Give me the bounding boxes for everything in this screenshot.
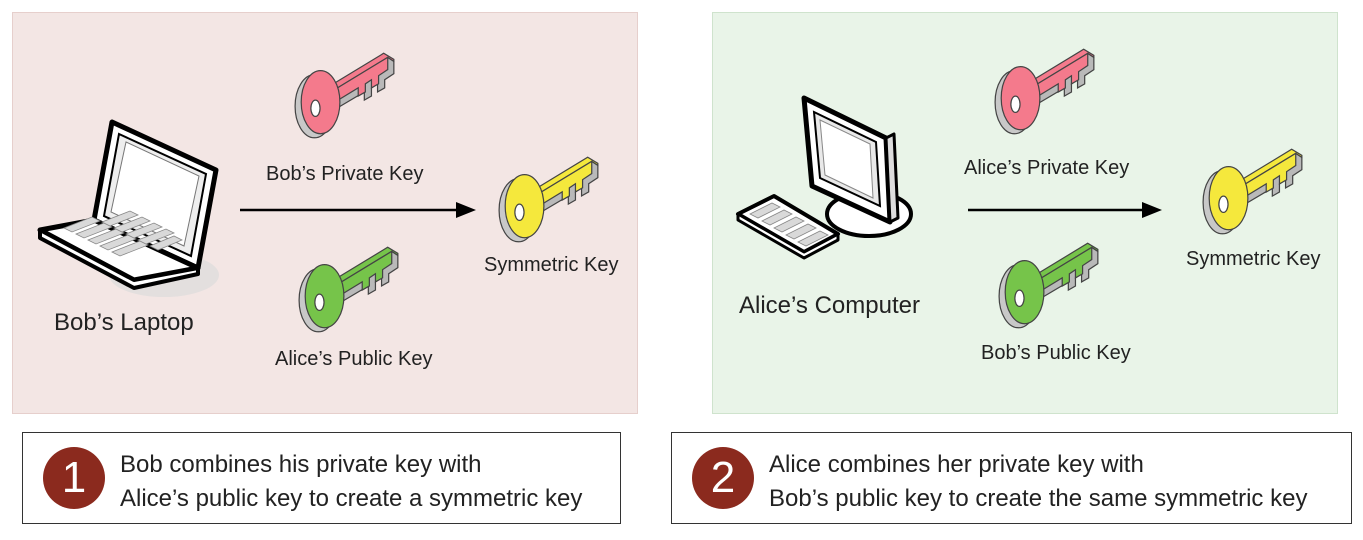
step-caption-1: 1 Bob combines his private key with Alic… <box>22 432 621 524</box>
device-label-left: Bob’s Laptop <box>54 309 194 336</box>
step-number-badge: 1 <box>43 447 105 509</box>
private-key-icon <box>990 38 1102 142</box>
symmetric-key-icon <box>1198 138 1310 242</box>
public-key-label-right: Bob’s Public Key <box>981 342 1131 364</box>
symmetric-key-icon <box>494 146 606 250</box>
arrow-right-icon <box>968 202 1162 218</box>
laptop-icon <box>37 119 219 297</box>
step-description-line: Alice’s public key to create a symmetric… <box>120 485 583 512</box>
step-caption-2: 2 Alice combines her private key with Bo… <box>671 432 1352 524</box>
arrow-right-icon <box>240 202 476 218</box>
step-description-line: Alice combines her private key with <box>769 451 1144 478</box>
step-number-badge: 2 <box>692 447 754 509</box>
step-description-line: Bob’s public key to create the same symm… <box>769 485 1308 512</box>
public-key-icon <box>994 232 1106 336</box>
symmetric-key-label-left: Symmetric Key <box>484 254 619 276</box>
step-description: Bob combines his private key with Alice’… <box>120 448 582 516</box>
step-description: Alice combines her private key with Bob’… <box>769 448 1307 516</box>
private-key-icon <box>290 42 402 146</box>
symmetric-key-label-right: Symmetric Key <box>1186 248 1321 270</box>
public-key-label-left: Alice’s Public Key <box>275 348 433 370</box>
desktop-computer-icon <box>736 95 913 260</box>
public-key-icon <box>294 236 406 340</box>
step-description-line: Bob combines his private key with <box>120 451 482 478</box>
private-key-label-left: Bob’s Private Key <box>266 163 424 185</box>
device-label-right: Alice’s Computer <box>739 292 920 319</box>
private-key-label-right: Alice’s Private Key <box>964 157 1130 179</box>
